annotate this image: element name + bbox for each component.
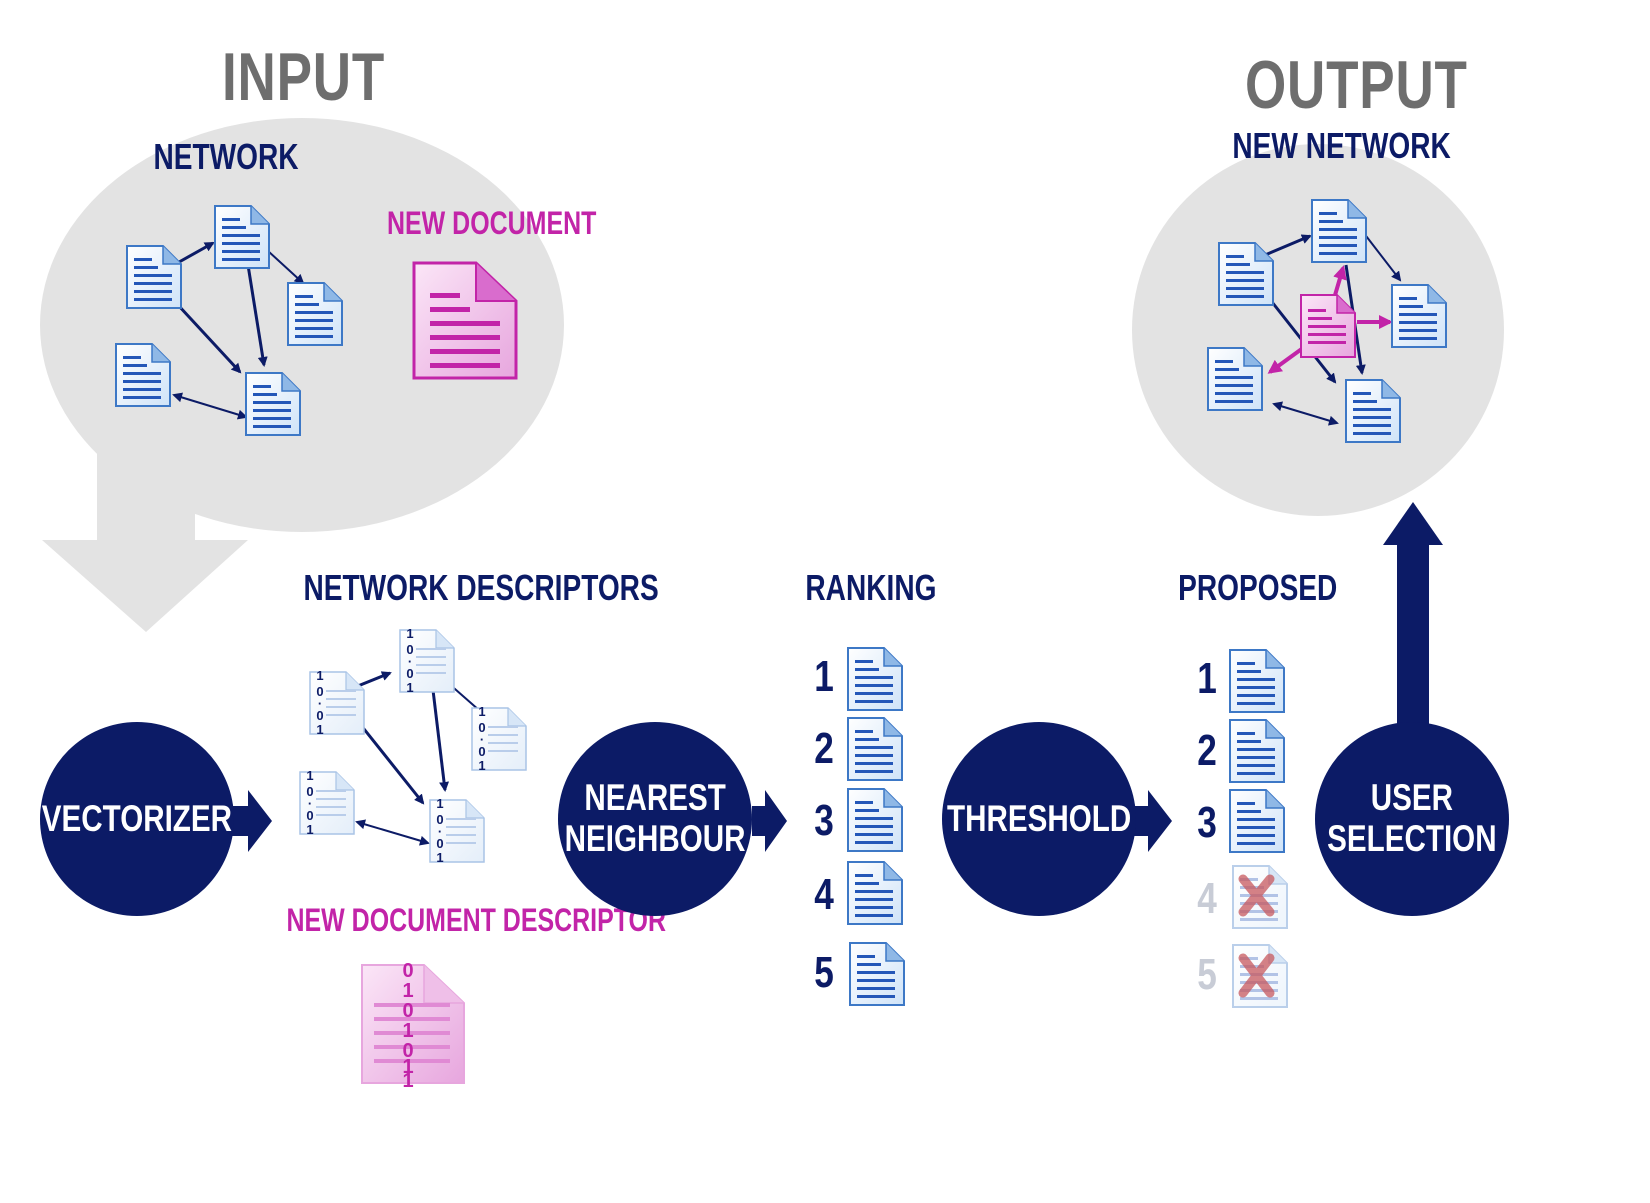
binary-document-icon: [471, 703, 527, 774]
red-x-icon: [1238, 953, 1275, 998]
binary-document-icon: [309, 667, 365, 738]
ranking-number: 3: [814, 796, 834, 845]
proposed-document-icon: [1229, 719, 1285, 783]
vectorizer-label: VECTORIZER: [41, 797, 233, 839]
ranking-number: 2: [814, 724, 834, 773]
document-icon: [115, 343, 171, 407]
vectorizer-step: VECTORIZER: [40, 722, 234, 916]
flow-arrow-2: [752, 790, 787, 852]
output-network-edges: [1264, 231, 1402, 426]
binary-document-icon: [299, 767, 355, 838]
network-descriptors-label: NETWORK DESCRIPTORS: [303, 567, 659, 608]
proposed-number-rejected: 4: [1197, 874, 1217, 923]
proposed-document-icon: [1229, 789, 1285, 853]
user-selection-step: USER SELECTION: [1315, 722, 1509, 916]
document-icon: [214, 205, 270, 269]
document-icon: [1311, 199, 1367, 263]
document-icon: [1391, 284, 1447, 348]
nearest-neighbour-step: NEAREST NEIGHBOUR: [558, 722, 752, 916]
threshold-step: THRESHOLD: [942, 722, 1136, 916]
user-selection-label: USER SELECTION: [1327, 777, 1497, 859]
ranking-document-icon: [847, 788, 903, 852]
document-icon: [1345, 379, 1401, 443]
svg-text:0: 0: [402, 1040, 413, 1062]
proposed-number-rejected: 5: [1197, 950, 1217, 999]
svg-text:1: 1: [402, 1056, 413, 1078]
new-document-icon: [412, 261, 518, 380]
new-network-label: NEW NETWORK: [1232, 125, 1451, 166]
document-icon: [126, 245, 182, 309]
document-icon: [1207, 347, 1263, 411]
document-icon: [245, 372, 301, 436]
ranking-document-icon: [847, 861, 903, 925]
proposed-number: 3: [1197, 798, 1217, 847]
ranking-number: 4: [814, 870, 834, 919]
ranking-number: 5: [814, 948, 834, 997]
flow-arrows: [228, 790, 1172, 852]
flow-arrow-3: [1130, 790, 1172, 852]
up-arrow: [1383, 502, 1443, 740]
new-document-small-icon: [1300, 294, 1356, 358]
binary-document-icon: [429, 795, 485, 866]
binary-document-icon: [399, 625, 455, 696]
new-document-descriptor-label: NEW DOCUMENT DESCRIPTOR: [286, 902, 666, 938]
ranking-document-icon: [847, 647, 903, 711]
output-title: OUTPUT: [1245, 47, 1468, 123]
proposed-number: 2: [1197, 726, 1217, 775]
svg-text:1: 1: [402, 1020, 413, 1042]
svg-text:1: 1: [402, 980, 413, 1002]
flow-arrow-1: [228, 790, 272, 852]
red-x-icon: [1238, 874, 1275, 917]
threshold-label: THRESHOLD: [946, 797, 1132, 839]
svg-text:0: 0: [402, 1000, 413, 1022]
input-title: INPUT: [222, 39, 386, 115]
nearest-neighbour-label: NEAREST NEIGHBOUR: [564, 777, 746, 859]
new-document-label: NEW DOCUMENT: [387, 205, 597, 241]
ranking-document-icon: [849, 942, 905, 1006]
ranking-document-icon: [847, 717, 903, 781]
proposed-label: PROPOSED: [1178, 567, 1338, 608]
svg-text:0: 0: [402, 960, 413, 982]
new-document-descriptor-icon: 0 1 0 1 0 1 1: [361, 960, 465, 1092]
network-label: NETWORK: [153, 136, 299, 177]
ranking-number: 1: [814, 652, 834, 701]
svg-text:1: 1: [402, 1070, 413, 1092]
ranking-label: RANKING: [805, 567, 937, 608]
document-icon: [287, 282, 343, 346]
proposed-document-icon: [1229, 649, 1285, 713]
proposed-number: 1: [1197, 654, 1217, 703]
document-icon: [1218, 242, 1274, 306]
